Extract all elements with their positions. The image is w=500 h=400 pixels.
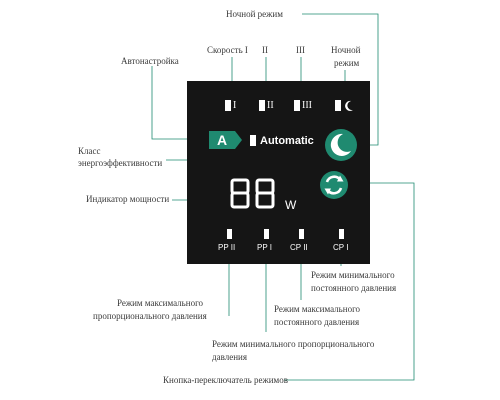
label-energy-class-2: энергоэффективности [78, 158, 163, 168]
moon-icon-small [345, 100, 353, 111]
label-speed-1: Скорость I [207, 45, 248, 55]
cp1-label: CP I [333, 243, 349, 252]
speed-2-mark: II [267, 100, 274, 111]
label-speed-2: II [262, 45, 268, 55]
pp1-led [264, 229, 269, 239]
label-night-mode-1: Ночной [331, 45, 361, 55]
label-min-proportional-2: давления [212, 352, 247, 362]
cp1-led [339, 229, 344, 239]
cp2-led [299, 229, 304, 239]
label-max-proportional-1: Режим максимального [117, 298, 204, 308]
speed-2-led [259, 100, 265, 111]
mode-switch-button[interactable] [319, 170, 349, 200]
speed-3-mark: III [302, 100, 312, 111]
label-power-indicator: Индикатор мощности [86, 194, 170, 204]
pp1-label: PP I [257, 243, 272, 252]
label-max-proportional-2: пропорционального давления [93, 311, 207, 321]
label-min-constant-2: постоянного давления [311, 283, 397, 293]
leader-mode-switch [284, 182, 415, 381]
label-max-constant-2: постоянного давления [274, 317, 360, 327]
moon-icon [330, 133, 351, 156]
label-energy-class-1: Класс [78, 146, 101, 156]
power-digits [230, 178, 275, 209]
automatic-label: Automatic [260, 135, 314, 147]
energy-class-badge [209, 131, 242, 149]
automatic-led [250, 135, 256, 146]
pp2-led [227, 229, 232, 239]
label-mode-switch-button: Кнопка-переключатель режимов [163, 375, 288, 385]
night-mode-led [335, 100, 341, 111]
speed-1-led [225, 100, 231, 111]
label-max-constant-1: Режим максимального [274, 304, 361, 314]
label-auto-setup: Автонастройка [121, 56, 179, 66]
label-night-mode-top: Ночной режим [226, 9, 283, 19]
cp2-label: CP II [290, 243, 308, 252]
energy-class-value: A [217, 132, 228, 148]
night-mode-button[interactable] [324, 128, 358, 162]
label-min-constant-1: Режим минимального [311, 270, 395, 280]
pp2-label: PP II [218, 243, 236, 252]
label-min-proportional-1: Режим минимального пропорционального [212, 339, 375, 349]
label-night-mode-2: режим [334, 58, 360, 68]
control-panel: I II III A Automatic 88 W [187, 81, 370, 264]
speed-1-mark: I [233, 100, 237, 111]
power-unit: W [285, 198, 297, 212]
label-speed-3: III [296, 45, 305, 55]
speed-3-led [294, 100, 300, 111]
